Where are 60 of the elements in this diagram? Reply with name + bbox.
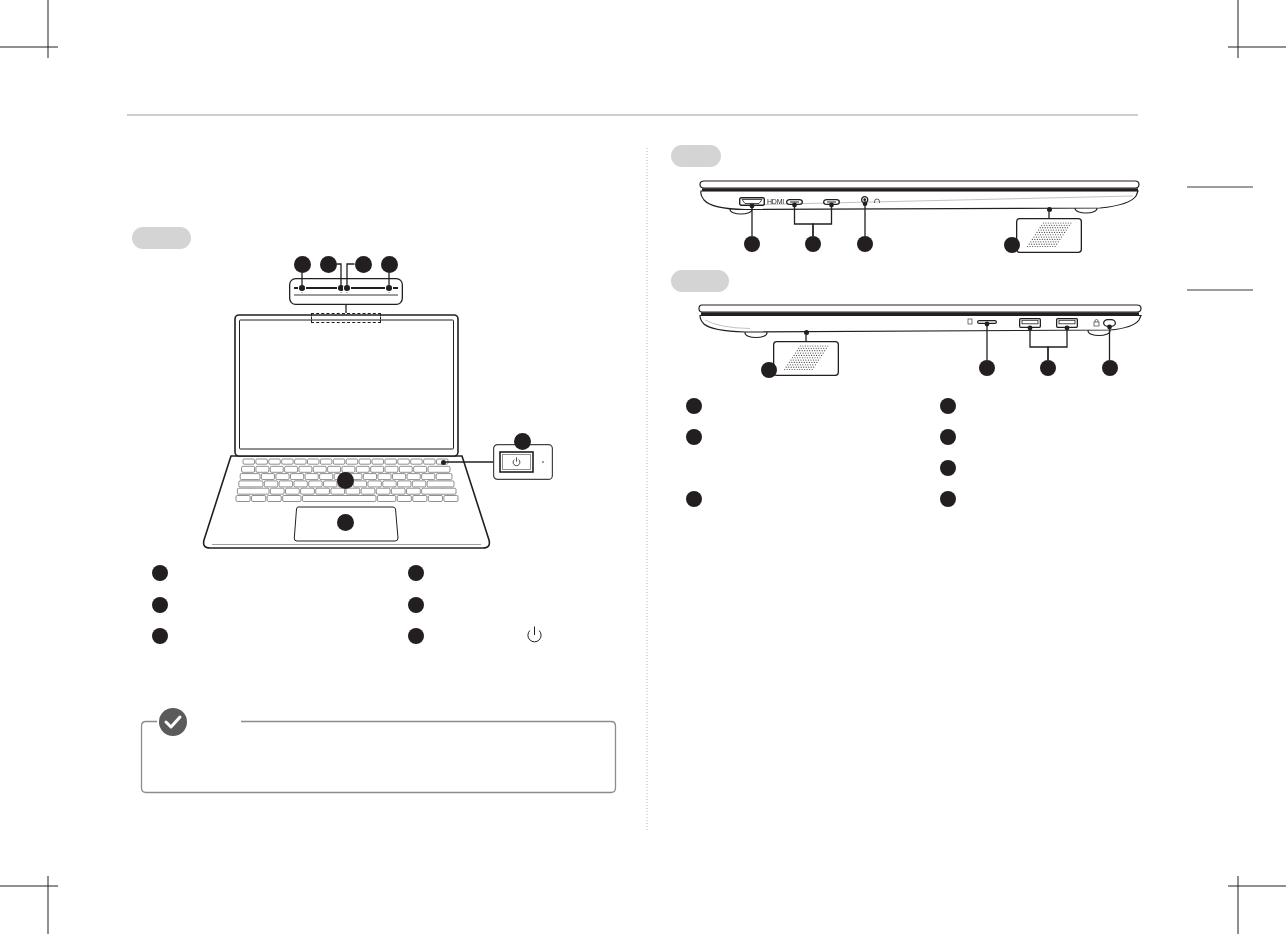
leader-dot [440,459,446,465]
list-bullet [940,491,956,507]
list-bullet [408,597,424,613]
list-bullet [686,398,702,414]
list-bullet [940,398,956,414]
camera-hole [338,285,344,291]
usb-a-port [1056,318,1078,328]
leader-dot [803,329,809,335]
leader-line [984,321,990,361]
power-button-inset [493,444,553,480]
callout-marker [1101,360,1118,376]
speaker-inset [773,341,839,376]
callout-marker [513,432,531,450]
callout-marker [744,236,760,252]
callout-marker [1004,237,1020,253]
callout-marker [761,362,777,378]
callout-marker [857,236,873,252]
list-bullet [152,628,168,644]
leader-line [388,271,390,286]
leader-line [1107,324,1112,361]
usb-a-port [1019,318,1041,328]
callout-marker [319,255,337,273]
leader-line [812,202,834,237]
leader-line [862,201,868,237]
list-bullet [152,597,168,613]
leader-line [1048,210,1050,219]
lock-slot [1103,319,1116,327]
leader-dot [1046,206,1052,212]
microsd-slot [977,320,997,324]
callout-marker [1040,360,1056,376]
camera-hole [344,285,350,291]
leader-line [345,304,347,314]
leader-line [346,263,356,286]
list-bullet [152,565,168,581]
audio-jack [861,196,869,204]
list-bullet [686,429,702,445]
callout-marker [805,236,821,252]
camera-hole [386,285,392,291]
leader-line [749,203,755,237]
callout-marker [293,255,311,273]
usb-c-port [786,199,803,205]
camera-area-highlight [311,313,381,323]
leader-line [1047,325,1070,361]
list-bullet [940,460,956,476]
callout-marker [354,255,372,273]
leader-line [805,333,807,342]
usb-c-port [823,199,840,205]
list-bullet [408,628,424,644]
leader-line [444,461,494,463]
list-bullet [408,565,424,581]
hdmi-port [739,197,765,206]
callout-marker [380,255,398,273]
list-bullet [940,429,956,445]
leader-line [301,271,303,286]
camera-hole [299,285,305,291]
leader-line [335,263,342,286]
webcam-inset [289,278,403,305]
list-bullet [686,491,702,507]
callout-marker [979,360,995,376]
speaker-inset [1016,218,1082,253]
